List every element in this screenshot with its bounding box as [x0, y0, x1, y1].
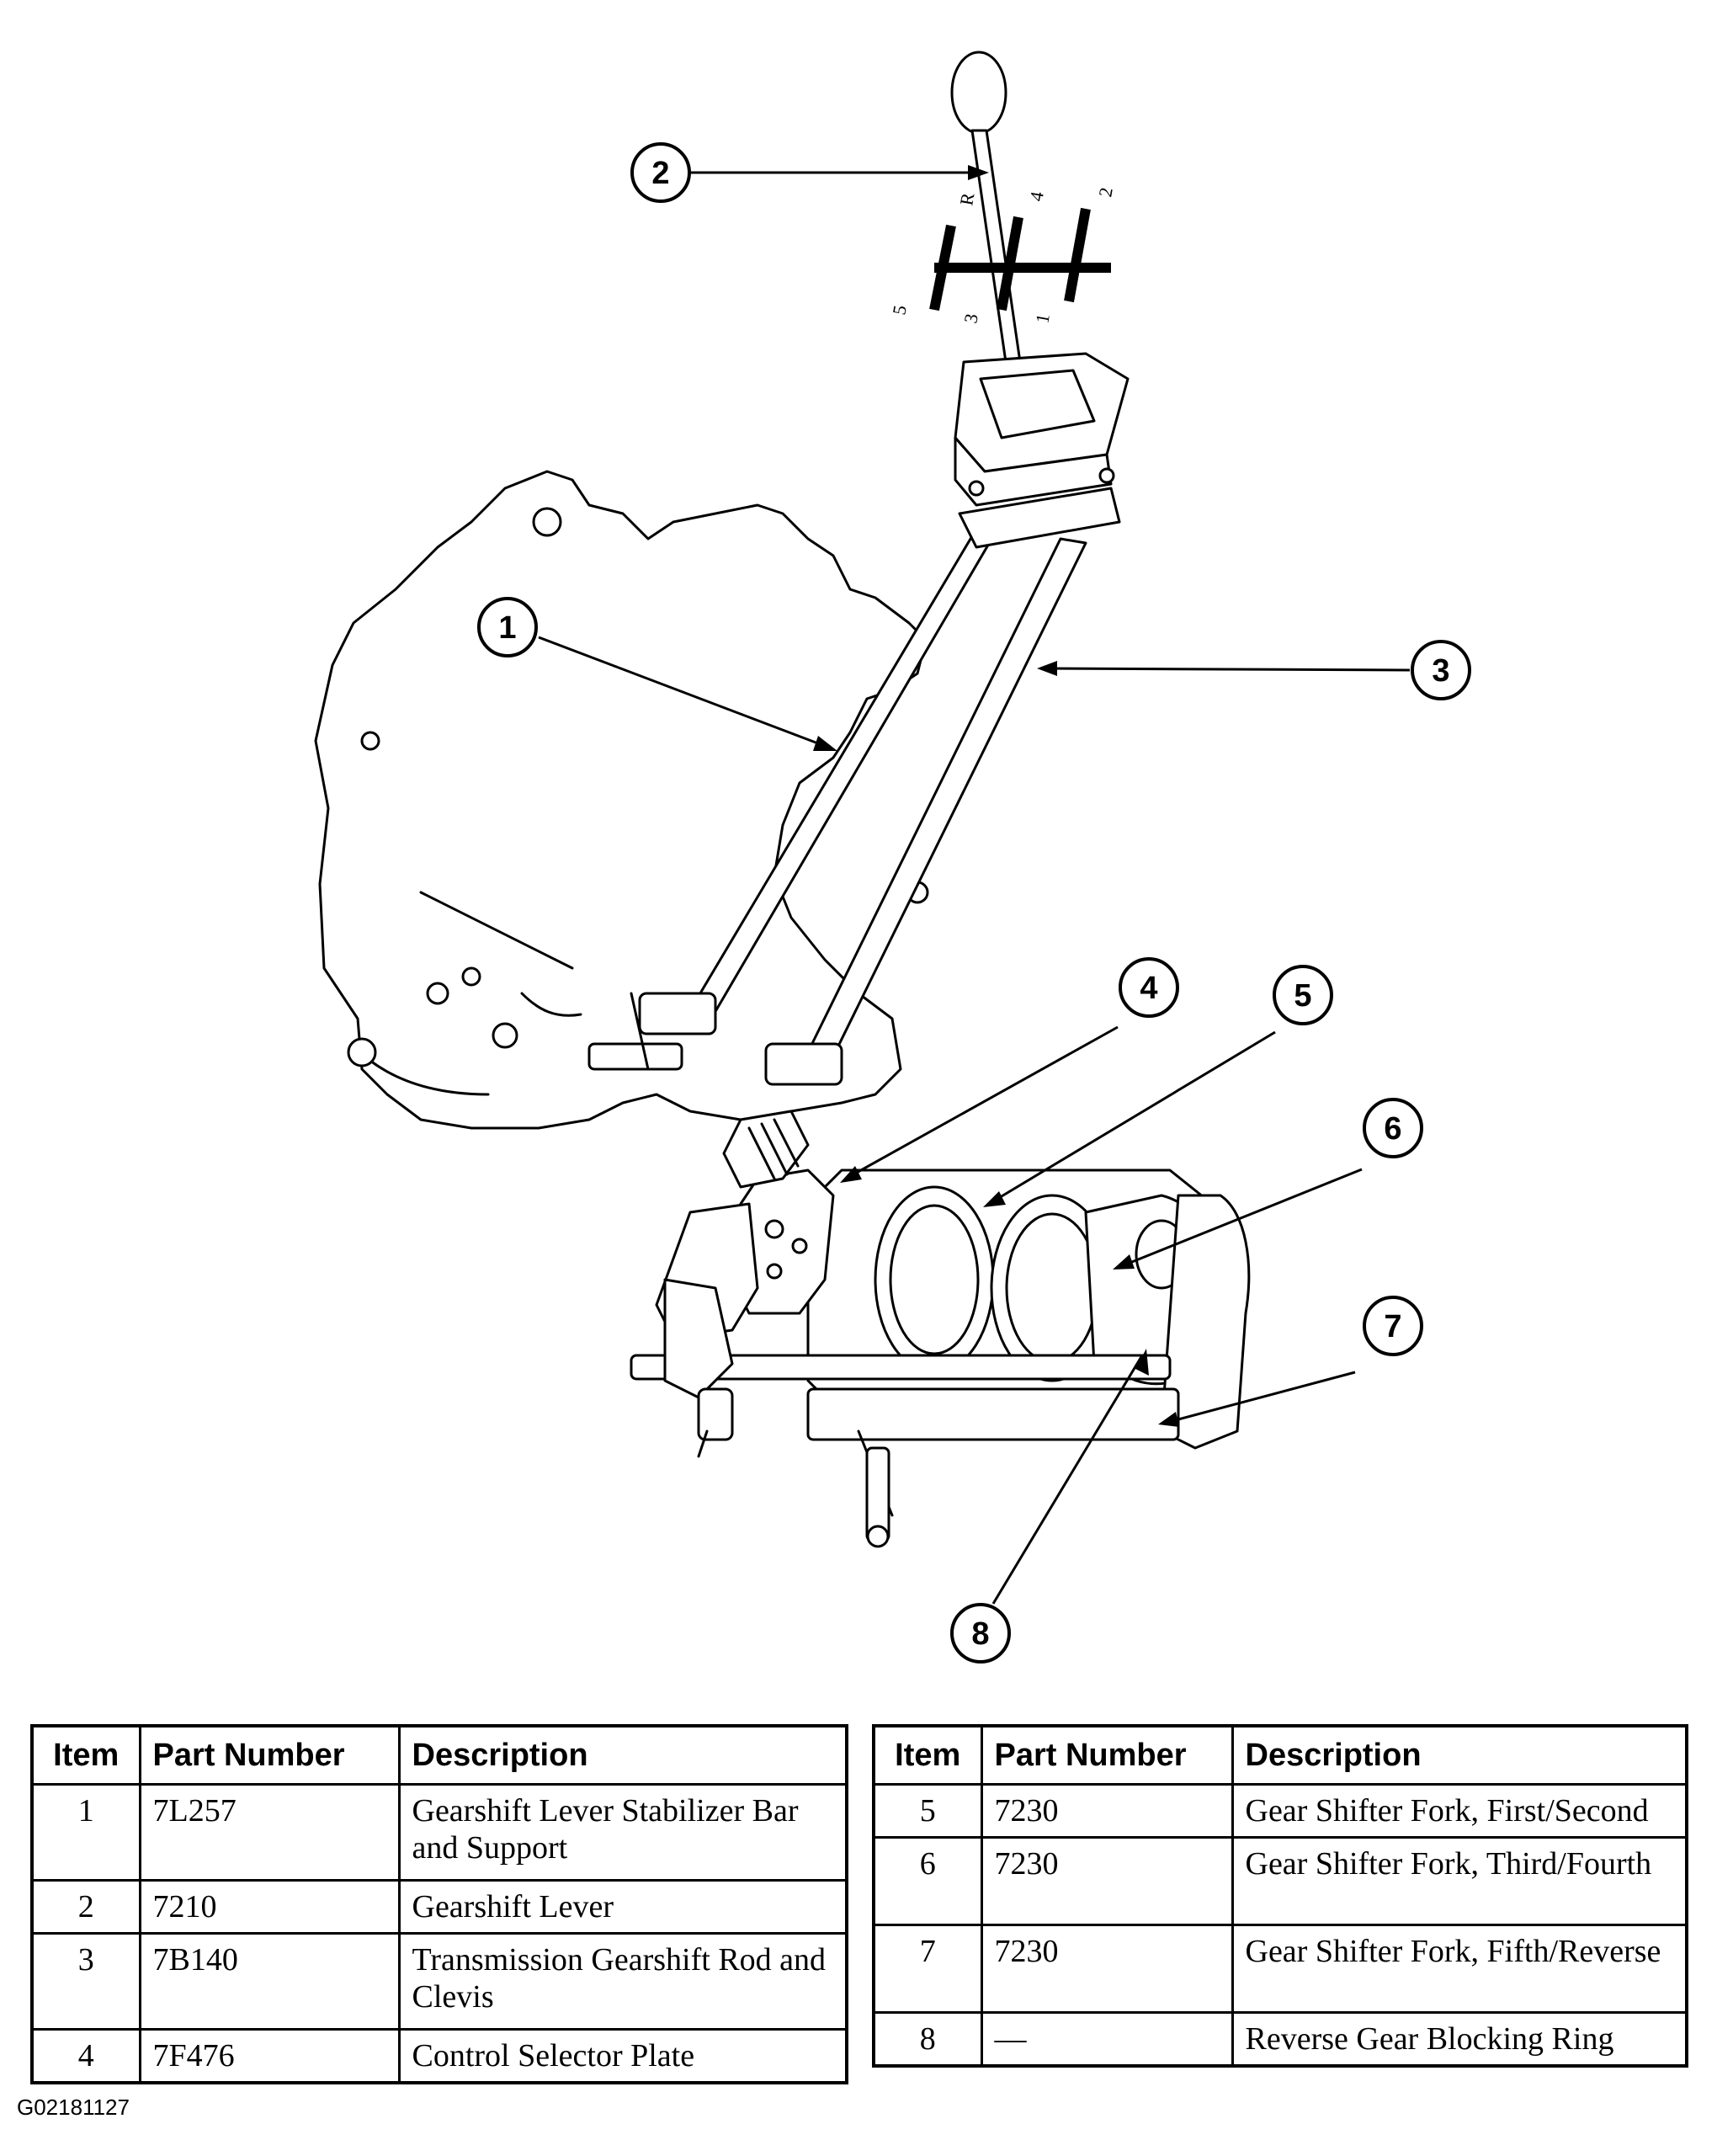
table-row: 8 — Reverse Gear Blocking Ring: [872, 2011, 1688, 2066]
callout-5: 5: [1273, 965, 1333, 1025]
cell-description: Reverse Gear Blocking Ring: [1231, 2011, 1688, 2066]
parts-table-right: Item Part Number Description 5 7230 Gear…: [872, 1724, 1688, 2068]
cell-description: Gearshift Lever Stabilizer Bar and Suppo…: [397, 1783, 848, 1881]
cell-part-number: 7230: [980, 1924, 1234, 2013]
cell-part-number: 7230: [980, 1783, 1234, 1838]
cell-item: 8: [872, 2011, 983, 2066]
transmission-case: [314, 470, 929, 1130]
cell-part-number: 7210: [138, 1879, 401, 1934]
cell-description: Gear Shifter Fork, First/Second: [1231, 1783, 1688, 1838]
table-row: 7 7230 Gear Shifter Fork, Fifth/Reverse: [872, 1924, 1688, 2013]
table-header-row: Item Part Number Description: [872, 1724, 1688, 1786]
table-header-row: Item Part Number Description: [30, 1724, 848, 1786]
callout-6: 6: [1363, 1098, 1423, 1158]
gate-label-4: 4: [1025, 190, 1048, 203]
callout-4-label: 4: [1140, 971, 1157, 1006]
cell-description: Transmission Gearshift Rod and Clevis: [397, 1932, 848, 2030]
cell-description: Control Selector Plate: [397, 2028, 848, 2083]
table-row: 5 7230 Gear Shifter Fork, First/Second: [872, 1783, 1688, 1838]
gate-label-5: 5: [888, 304, 911, 317]
table-row: 3 7B140 Transmission Gearshift Rod and C…: [30, 1932, 848, 2030]
callout-8: 8: [950, 1603, 1011, 1664]
header-item: Item: [30, 1724, 141, 1786]
cell-part-number: 7F476: [138, 2028, 401, 2083]
gearshift-assembly-diagram: R 4 2 5 3 1 1 2 3 4: [314, 51, 1471, 1664]
callout-2: 2: [630, 142, 691, 203]
cell-part-number: —: [980, 2011, 1234, 2066]
gate-label-3: 3: [960, 312, 982, 325]
table-row: 2 7210 Gearshift Lever: [30, 1879, 848, 1934]
stabilizer-bar-and-rod: [587, 487, 1121, 1086]
gate-label-1: 1: [1031, 312, 1054, 325]
figure-code: G02181127: [17, 2095, 130, 2120]
cell-item: 4: [30, 2028, 141, 2083]
cell-item: 2: [30, 1879, 141, 1934]
callout-1: 1: [477, 597, 538, 657]
callout-4: 4: [1119, 957, 1179, 1018]
shift-forks-assembly: [630, 1110, 1251, 1548]
callout-3-label: 3: [1432, 653, 1449, 689]
shift-pattern-gate: R 4 2 5 3 1: [888, 186, 1117, 325]
cell-part-number: 7B140: [138, 1932, 401, 2030]
callout-1-label: 1: [498, 610, 516, 646]
callout-8-label: 8: [971, 1616, 989, 1652]
cell-item: 5: [872, 1783, 983, 1838]
cell-item: 6: [872, 1836, 983, 1925]
cell-item: 3: [30, 1932, 141, 2030]
cell-description: Gear Shifter Fork, Third/Fourth: [1231, 1836, 1688, 1925]
gate-label-r: R: [955, 191, 978, 207]
table-row: 6 7230 Gear Shifter Fork, Third/Fourth: [872, 1836, 1688, 1925]
cell-item: 7: [872, 1924, 983, 2013]
cell-description: Gearshift Lever: [397, 1879, 848, 1934]
callout-3: 3: [1411, 640, 1471, 700]
gearshift-lever: [950, 51, 1130, 507]
table-row: 4 7F476 Control Selector Plate: [30, 2028, 848, 2083]
callout-7-label: 7: [1384, 1309, 1401, 1344]
header-description: Description: [397, 1724, 848, 1786]
cell-description: Gear Shifter Fork, Fifth/Reverse: [1231, 1924, 1688, 2013]
header-description: Description: [1231, 1724, 1688, 1786]
callout-7: 7: [1363, 1296, 1423, 1356]
callout-5-label: 5: [1294, 978, 1311, 1014]
header-item: Item: [872, 1724, 983, 1786]
cell-part-number: 7230: [980, 1836, 1234, 1925]
leader-lines: [538, 165, 1411, 1605]
callout-2-label: 2: [651, 156, 669, 191]
callout-6-label: 6: [1384, 1111, 1401, 1147]
table-row: 1 7L257 Gearshift Lever Stabilizer Bar a…: [30, 1783, 848, 1881]
parts-table-left: Item Part Number Description 1 7L257 Gea…: [30, 1724, 848, 2084]
header-part-number: Part Number: [980, 1724, 1234, 1786]
header-part-number: Part Number: [138, 1724, 401, 1786]
cell-item: 1: [30, 1783, 141, 1881]
cell-part-number: 7L257: [138, 1783, 401, 1881]
gate-label-2: 2: [1094, 186, 1117, 199]
